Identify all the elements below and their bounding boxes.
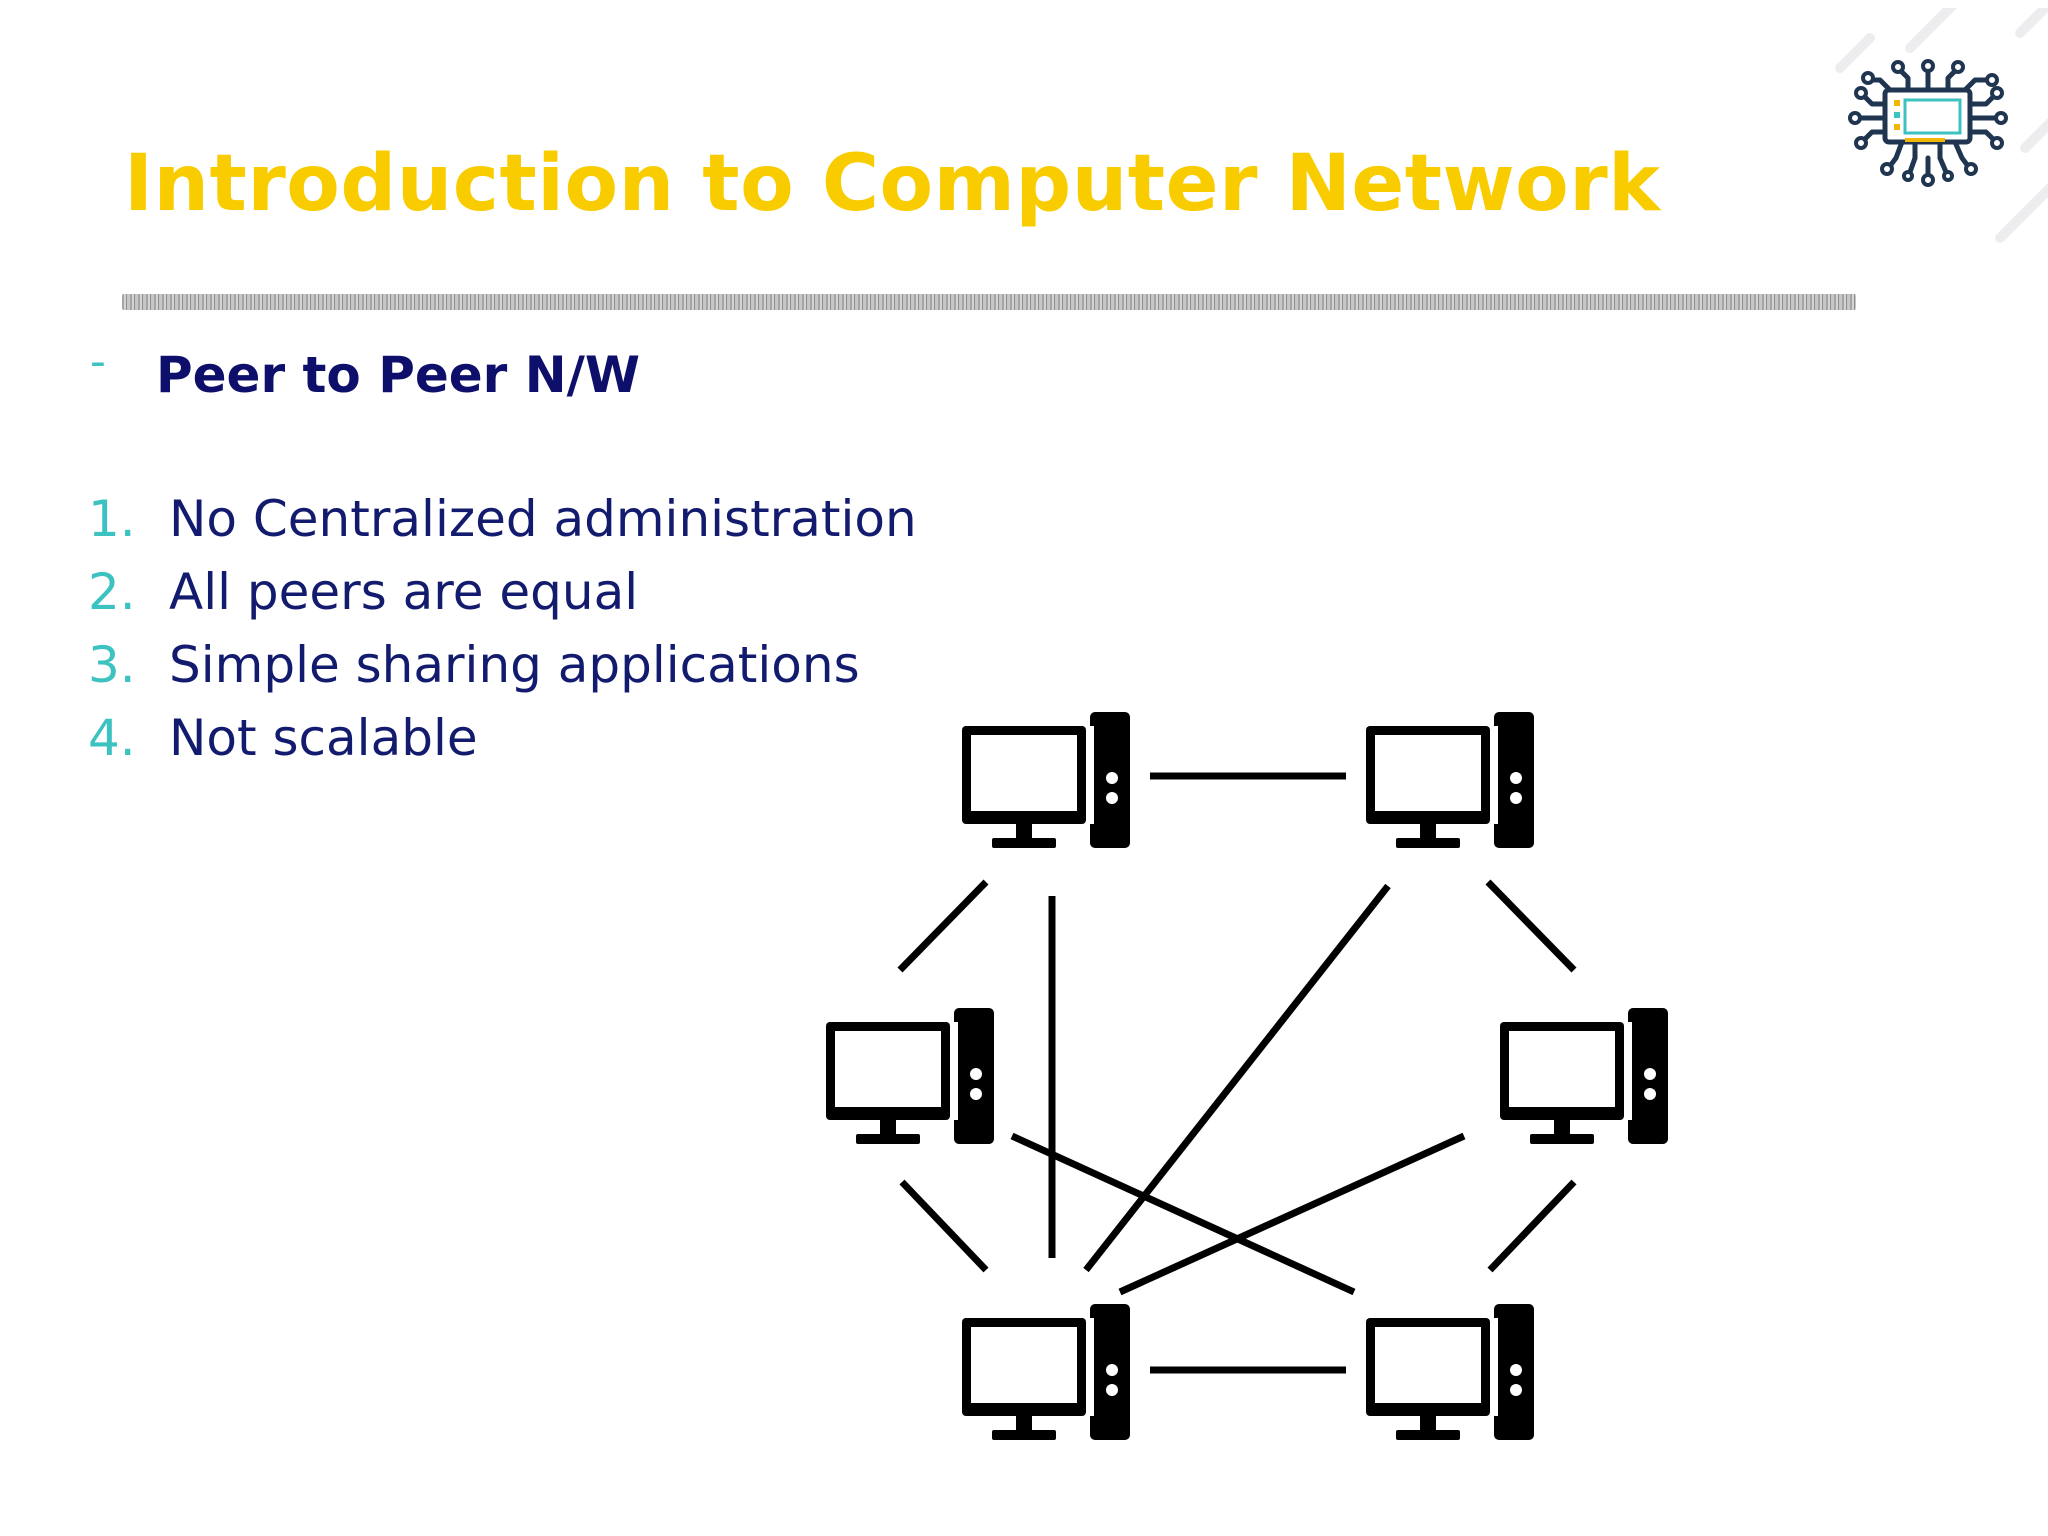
desktop-computer-icon (962, 712, 1130, 848)
link-top-right-bottom-left (1083, 883, 1391, 1273)
link-mid-left-bottom-right (1010, 1132, 1356, 1296)
link-mid-left-bottom-left (899, 1179, 989, 1273)
list-item-text: All peers are equal (169, 563, 639, 621)
list-item-text: Simple sharing applications (169, 636, 860, 694)
list-item-text: Not scalable (169, 709, 478, 767)
list-item: 1. No Centralized administration (88, 488, 917, 561)
link-top-right-mid-right (1485, 879, 1577, 973)
desktop-computer-icon (1366, 712, 1534, 848)
circuit-monitor-icon (1810, 0, 2048, 246)
section-bullet: - (90, 336, 106, 387)
list-item: 3. Simple sharing applications (88, 634, 917, 707)
link-top-left-mid-left (897, 879, 989, 973)
computer-node-mid-right (1500, 1008, 1668, 1144)
computer-node-top-right (1366, 712, 1534, 848)
point-list: 1. No Centralized administration 2. All pe… (88, 488, 917, 780)
logo-background-stripes (1835, 0, 2048, 243)
desktop-computer-icon (1500, 1008, 1668, 1144)
desktop-computer-icon (826, 1008, 994, 1144)
link-mid-right-bottom-left (1118, 1132, 1466, 1296)
list-item-number: 3. (88, 636, 136, 694)
section-heading: Peer to Peer N/W (156, 346, 640, 404)
link-mid-right-bottom-right (1487, 1179, 1577, 1273)
computer-node-top-left (962, 712, 1130, 848)
computer-node-bottom-right (1366, 1304, 1534, 1440)
desktop-computer-icon (1366, 1304, 1534, 1440)
list-item-number: 1. (88, 490, 136, 548)
page-title: Introduction to Computer Network (124, 139, 1661, 229)
list-item-number: 2. (88, 563, 136, 621)
list-item: 2. All peers are equal (88, 561, 917, 634)
desktop-computer-icon (962, 1304, 1130, 1440)
title-divider (122, 294, 1856, 310)
list-item-number: 4. (88, 709, 136, 767)
list-item: 4. Not scalable (88, 707, 917, 780)
computer-node-bottom-left (962, 1304, 1130, 1440)
network-links (897, 772, 1577, 1374)
peer-to-peer-network-diagram (826, 712, 1668, 1440)
computer-node-mid-left (826, 1008, 994, 1144)
list-item-text: No Centralized administration (169, 490, 917, 548)
